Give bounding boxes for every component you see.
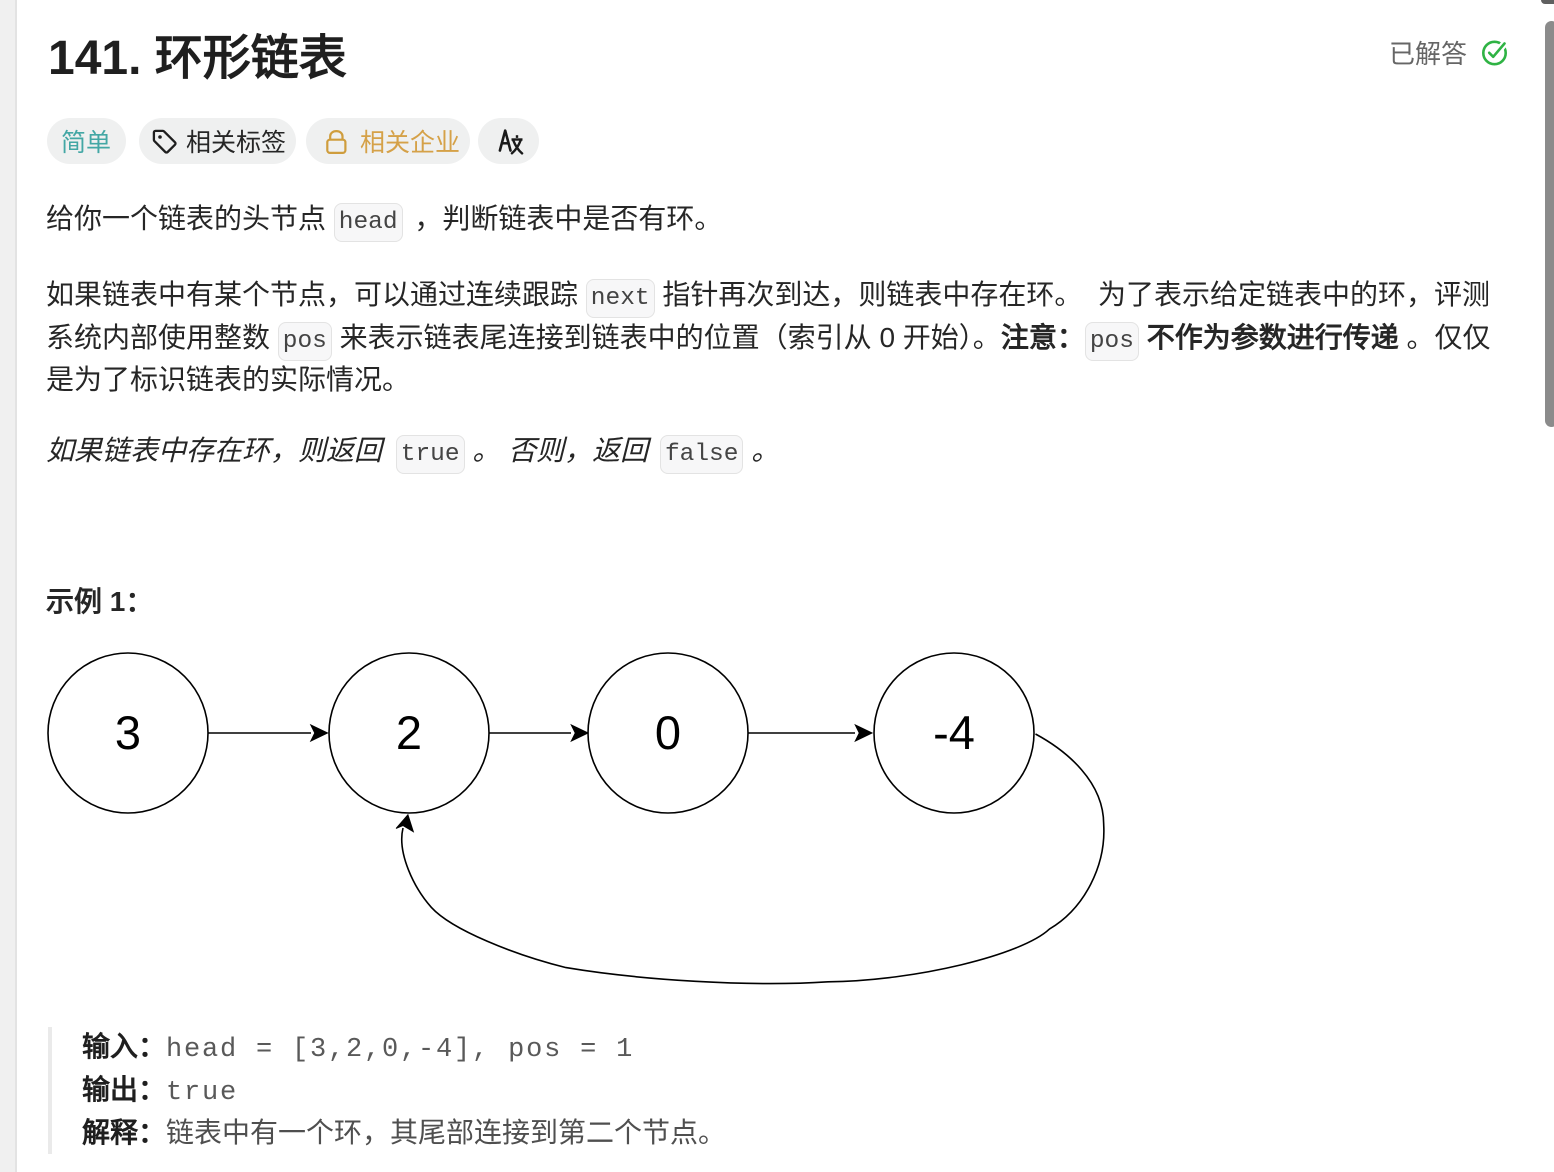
svg-text:3: 3 [115, 706, 141, 759]
svg-text:2: 2 [396, 706, 422, 759]
svg-text:0: 0 [655, 706, 681, 759]
svg-text:-4: -4 [933, 706, 975, 759]
